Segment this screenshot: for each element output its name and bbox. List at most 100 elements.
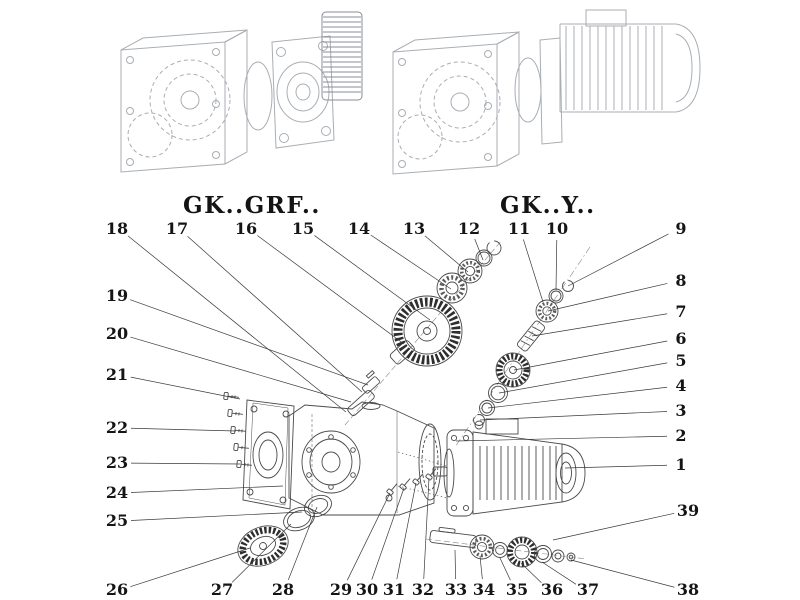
leader-line-27 <box>231 523 292 583</box>
callout-number-4: 4 <box>675 376 687 395</box>
leader-line-1 <box>564 464 668 469</box>
callout-number-32: 32 <box>411 580 435 599</box>
leader-line-19 <box>130 299 369 386</box>
leader-line-11 <box>523 239 544 303</box>
leader-line-8 <box>547 283 668 312</box>
leader-line-35 <box>499 557 511 581</box>
main-gear <box>389 295 463 367</box>
leader-line-3 <box>479 411 668 421</box>
callout-number-28: 28 <box>271 580 295 599</box>
leader-line-18 <box>127 235 347 413</box>
upper-bearings <box>436 240 502 304</box>
leader-line-21 <box>130 376 241 400</box>
leader-line-15 <box>314 235 431 321</box>
housing <box>288 401 442 516</box>
callout-number-14: 14 <box>347 219 371 238</box>
callout-number-35: 35 <box>505 580 529 599</box>
callout-number-11: 11 <box>507 219 531 238</box>
leader-line-31 <box>396 482 417 580</box>
cover-screws <box>223 391 252 469</box>
callout-number-9: 9 <box>675 219 687 238</box>
callout-number-37: 37 <box>576 580 600 599</box>
leader-line-12 <box>474 238 484 261</box>
leader-line-16 <box>257 235 405 345</box>
seal-rings <box>283 494 332 532</box>
mount-bolts <box>386 451 448 499</box>
callout-number-33: 33 <box>444 580 468 599</box>
callout-number-8: 8 <box>675 271 687 290</box>
callout-number-1: 1 <box>675 455 687 474</box>
callout-number-7: 7 <box>675 302 687 321</box>
leader-line-38 <box>570 559 675 588</box>
callout-number-24: 24 <box>105 483 129 502</box>
leader-line-4 <box>487 386 668 409</box>
exploded-view <box>223 239 591 568</box>
drawing-gk-y <box>392 9 701 175</box>
callout-number-25: 25 <box>105 511 129 530</box>
callout-number-13: 13 <box>402 219 426 238</box>
callout-number-17: 17 <box>165 219 189 238</box>
leader-line-25 <box>130 511 303 521</box>
leader-line-5 <box>498 362 668 394</box>
model-label-gk-grf: GK..GRF.. <box>183 192 321 219</box>
leader-line-39 <box>552 512 675 541</box>
leader-line-33 <box>454 549 457 580</box>
callout-number-38: 38 <box>676 580 700 599</box>
callout-number-15: 15 <box>291 219 315 238</box>
callout-number-18: 18 <box>105 219 129 238</box>
leader-line-10 <box>555 239 558 291</box>
leader-line-28 <box>287 506 318 580</box>
leader-line-34 <box>479 555 483 580</box>
callout-number-29: 29 <box>329 580 353 599</box>
leader-line-9 <box>567 233 669 287</box>
callout-number-3: 3 <box>675 401 687 420</box>
leader-line-26 <box>130 547 251 588</box>
leader-line-23 <box>130 462 241 465</box>
motor <box>432 418 586 517</box>
drawing-gk-grf <box>120 11 363 173</box>
callout-number-20: 20 <box>105 324 129 343</box>
axis-output-shaft <box>425 538 587 560</box>
callout-number-19: 19 <box>105 286 129 305</box>
model-label-gk-y: GK..Y.. <box>500 192 596 219</box>
callout-number-10: 10 <box>545 219 569 238</box>
leader-line-14 <box>370 234 452 290</box>
callout-number-21: 21 <box>105 365 129 384</box>
leader-line-32 <box>423 477 430 580</box>
motor-drawing <box>559 9 701 113</box>
leader-line-37 <box>541 561 577 585</box>
callout-number-30: 30 <box>355 580 379 599</box>
leader-line-30 <box>371 487 405 580</box>
callout-number-26: 26 <box>105 580 129 599</box>
cover-plate <box>242 399 295 510</box>
callout-number-12: 12 <box>457 219 481 238</box>
callout-number-27: 27 <box>210 580 234 599</box>
output-shaft-assembly <box>429 526 576 568</box>
axis-pinion <box>454 246 591 448</box>
callout-number-23: 23 <box>105 453 129 472</box>
leader-lines <box>127 233 675 588</box>
input-shaft <box>347 369 380 416</box>
leader-line-17 <box>187 236 363 393</box>
callout-number-2: 2 <box>675 426 687 445</box>
leader-line-20 <box>130 336 352 403</box>
callout-number-6: 6 <box>675 329 687 348</box>
callout-number-31: 31 <box>382 580 406 599</box>
leader-line-22 <box>130 427 237 432</box>
leader-line-29 <box>346 492 391 581</box>
callout-number-5: 5 <box>675 351 687 370</box>
callout-number-36: 36 <box>540 580 564 599</box>
leader-line-36 <box>520 562 542 584</box>
callout-number-22: 22 <box>105 418 129 437</box>
leader-line-6 <box>513 340 668 371</box>
output-gear <box>237 525 289 567</box>
coupling-block <box>321 11 363 101</box>
callout-number-39: 39 <box>676 501 700 520</box>
callout-number-16: 16 <box>234 219 258 238</box>
leader-line-24 <box>130 485 284 493</box>
callout-number-34: 34 <box>472 580 496 599</box>
leader-line-7 <box>531 313 668 337</box>
leader-line-13 <box>424 235 469 273</box>
